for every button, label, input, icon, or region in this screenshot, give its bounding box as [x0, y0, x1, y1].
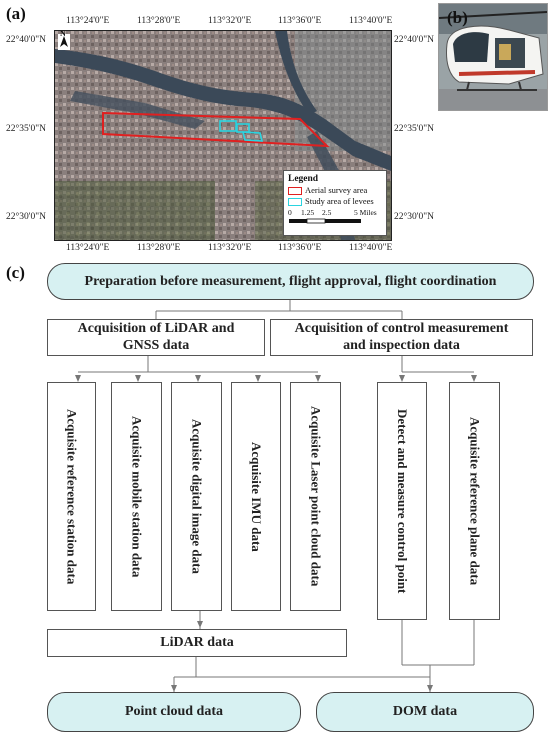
legend-swatch-cyan [288, 197, 302, 206]
legend-item-levees: Study area of levees [288, 196, 382, 206]
step-imu-label: Acquisite IMU data [249, 441, 264, 552]
left-tick-2: 22°35'0"N [6, 124, 46, 134]
scale-bar-graphic [289, 218, 361, 224]
helicopter-photo-image [439, 4, 547, 110]
legend-swatch-red [288, 187, 302, 196]
scale-tick-0: 0 [288, 207, 292, 217]
north-arrow-label: N [60, 30, 66, 38]
step-reference-plane: Acquisite reference plane data [449, 382, 500, 620]
step-reference-station-label: Acquisite reference station data [64, 408, 80, 585]
panel-c-label: (c) [6, 263, 25, 282]
legend-item-label: Aerial survey area [305, 185, 368, 196]
left-tick-1: 22°40'0"N [6, 35, 46, 45]
step-control-point: Detect and measure control point [377, 382, 427, 620]
left-tick-3: 22°30'0"N [6, 212, 46, 222]
scale-tick-2: 2.5 [322, 207, 332, 217]
satellite-map: N Legend Aerial survey area Study area o… [54, 30, 392, 241]
step-reference-station: Acquisite reference station data [47, 382, 96, 611]
map-legend: Legend Aerial survey area Study area of … [283, 170, 387, 236]
step-mobile-station-label: Acquisite mobile station data [129, 415, 145, 578]
right-tick-1: 22°40'0"N [394, 35, 434, 45]
step-imu: Acquisite IMU data [231, 382, 281, 611]
panel-a-label: (a) [6, 4, 26, 23]
step-digital-image-label: Acquisite digital image data [189, 419, 205, 574]
step-laser-point-cloud: Acquisite Laser point cloud data [290, 382, 341, 611]
top-tick-5: 113°40'0"E [349, 16, 393, 26]
top-tick-2: 113°28'0"E [137, 16, 181, 26]
step-laser-point-cloud-label: Acquisite Laser point cloud data [308, 406, 324, 587]
panel-b-label: (b) [447, 8, 468, 27]
bottom-tick-3: 113°32'0"E [208, 243, 252, 253]
dom-data-output: DOM data [316, 692, 534, 732]
scale-tick-1: 1.25 [301, 207, 315, 217]
helicopter-photo: (b) [438, 3, 548, 111]
bottom-tick-1: 113°24'0"E [66, 243, 110, 253]
lidar-data-box: LiDAR data [47, 629, 347, 657]
control-measurement-box: Acquisition of control measurement and i… [270, 319, 533, 356]
bottom-tick-2: 113°28'0"E [137, 243, 181, 253]
legend-title: Legend [288, 174, 319, 184]
top-tick-4: 113°36'0"E [278, 16, 322, 26]
top-tick-3: 113°32'0"E [208, 16, 252, 26]
legend-item-aerial: Aerial survey area [288, 185, 382, 196]
scale-bar: 0 1.25 2.5 5 Miles [288, 208, 382, 228]
right-tick-3: 22°30'0"N [394, 212, 434, 222]
bottom-tick-4: 113°36'0"E [278, 243, 322, 253]
point-cloud-output: Point cloud data [47, 692, 301, 732]
step-digital-image: Acquisite digital image data [171, 382, 222, 611]
top-tick-1: 113°24'0"E [66, 16, 110, 26]
right-tick-2: 22°35'0"N [394, 124, 434, 134]
bottom-tick-5: 113°40'0"E [349, 243, 393, 253]
preparation-box: Preparation before measurement, flight a… [47, 263, 534, 300]
step-control-point-label: Detect and measure control point [395, 408, 410, 594]
scale-tick-3: 5 Miles [354, 207, 377, 217]
step-mobile-station: Acquisite mobile station data [111, 382, 162, 611]
legend-item-label: Study area of levees [305, 195, 374, 206]
lidar-gnss-acquisition-box: Acquisition of LiDAR and GNSS data [47, 319, 265, 356]
step-reference-plane-label: Acquisite reference plane data [467, 416, 483, 586]
